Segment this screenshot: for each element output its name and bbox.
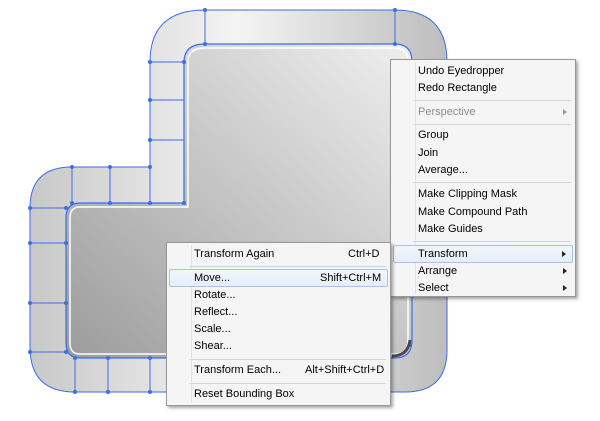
submenu-item-shear[interactable]: Shear...: [169, 338, 388, 355]
submenu-arrow-icon: [562, 251, 566, 257]
menu-item-label: Perspective: [418, 106, 476, 118]
menu-item-select[interactable]: Select: [393, 280, 573, 297]
menu-separator: [413, 182, 571, 183]
submenu-item-rotate[interactable]: Rotate...: [169, 287, 388, 304]
menu-item-undo-eyedropper[interactable]: Undo Eyedropper: [393, 63, 573, 80]
menu-item-shortcut: Shift+Ctrl+M: [320, 272, 382, 284]
submenu-item-reflect[interactable]: Reflect...: [169, 304, 388, 321]
menu-separator: [413, 124, 571, 125]
menu-item-label: Redo Rectangle: [418, 82, 497, 94]
menu-item-label: Average...: [418, 164, 468, 176]
menu-separator: [413, 100, 571, 101]
menu-item-redo-rectangle[interactable]: Redo Rectangle: [393, 80, 573, 97]
menu-separator: [413, 241, 571, 242]
menu-separator: [189, 359, 386, 360]
menu-item-label: Transform Again: [194, 248, 275, 260]
menu-gutter: [191, 245, 192, 403]
submenu-arrow-icon: [563, 268, 567, 274]
menu-item-label: Transform Each...: [194, 364, 282, 376]
menu-item-label: Move...: [194, 272, 231, 284]
menu-item-label: Make Clipping Mask: [418, 188, 518, 200]
selection-path-lines: [30, 10, 447, 392]
menu-item-label: Select: [418, 282, 449, 294]
context-menu: Undo Eyedropper Redo Rectangle Perspecti…: [390, 59, 576, 297]
menu-item-label: Undo Eyedropper: [418, 65, 505, 77]
menu-item-label: Shear...: [194, 340, 232, 352]
submenu-item-transform-again[interactable]: Transform Again Ctrl+D: [169, 246, 388, 263]
menu-item-label: Make Guides: [418, 223, 483, 235]
menu-item-label: Transform: [418, 248, 468, 260]
menu-item-label: Join: [418, 147, 439, 159]
menu-separator: [189, 383, 386, 384]
menu-separator: [189, 266, 386, 267]
submenu-arrow-icon: [563, 109, 567, 115]
menu-gutter: [415, 62, 416, 294]
menu-item-make-compound-path[interactable]: Make Compound Path: [393, 204, 573, 221]
submenu-item-scale[interactable]: Scale...: [169, 321, 388, 338]
menu-item-label: Arrange: [418, 265, 458, 277]
menu-item-label: Reset Bounding Box: [194, 388, 295, 400]
menu-item-shortcut: Ctrl+D: [348, 248, 380, 260]
submenu-item-reset-bounding-box[interactable]: Reset Bounding Box: [169, 386, 388, 403]
menu-item-make-clipping-mask[interactable]: Make Clipping Mask: [393, 186, 573, 203]
menu-item-transform[interactable]: Transform: [393, 245, 573, 263]
submenu-arrow-icon: [563, 285, 567, 291]
menu-item-arrange[interactable]: Arrange: [393, 263, 573, 280]
menu-item-label: Group: [418, 129, 449, 141]
menu-item-shortcut: Alt+Shift+Ctrl+D: [305, 364, 385, 376]
menu-item-label: Make Compound Path: [418, 206, 528, 218]
transform-submenu: Transform Again Ctrl+D Move... Shift+Ctr…: [166, 242, 391, 406]
dark-corner-accent: [391, 339, 412, 358]
menu-item-average[interactable]: Average...: [393, 162, 573, 179]
submenu-item-transform-each[interactable]: Transform Each... Alt+Shift+Ctrl+D: [169, 362, 388, 379]
menu-item-join[interactable]: Join: [393, 145, 573, 162]
menu-item-label: Rotate...: [194, 289, 236, 301]
menu-item-make-guides[interactable]: Make Guides: [393, 221, 573, 238]
menu-item-label: Reflect...: [194, 306, 238, 318]
menu-item-label: Scale...: [194, 323, 231, 335]
menu-item-perspective[interactable]: Perspective: [393, 104, 573, 121]
submenu-item-move[interactable]: Move... Shift+Ctrl+M: [169, 269, 388, 287]
menu-item-group[interactable]: Group: [393, 127, 573, 144]
